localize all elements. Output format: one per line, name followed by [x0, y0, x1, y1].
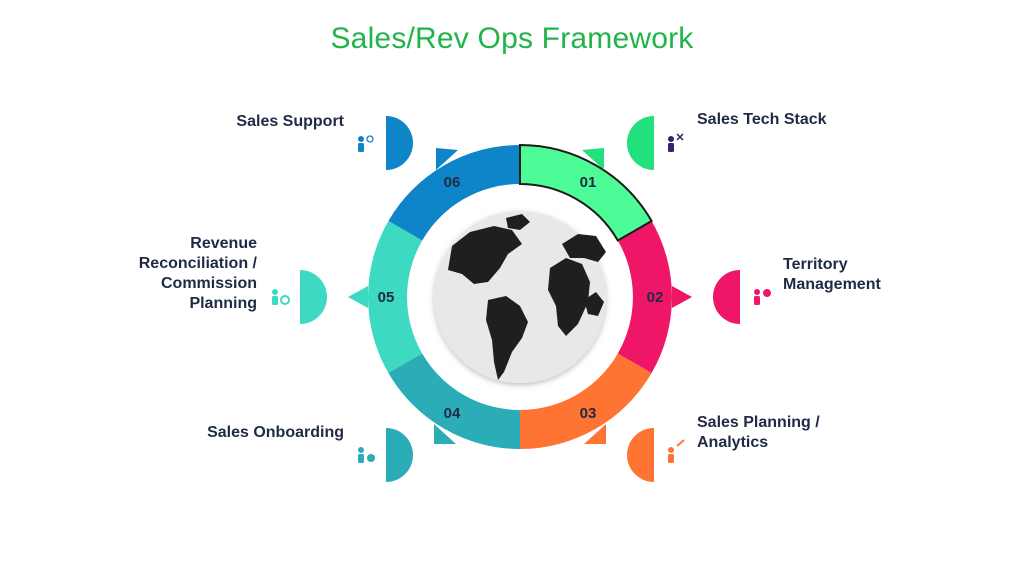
segment-01-arrow — [582, 148, 604, 170]
label-territory-management: Territory Management — [783, 256, 881, 293]
tab-02 — [713, 270, 740, 324]
segment-06-arrow — [436, 148, 458, 170]
diagram-title: Sales/Rev Ops Framework — [330, 22, 694, 55]
person-gear-icon — [272, 289, 290, 305]
segment-02-arrow — [672, 286, 692, 308]
label-sales-support: Sales Support — [236, 113, 344, 130]
segment-06 — [388, 145, 520, 241]
segment-03-arrow — [584, 424, 606, 444]
segment-number-06: 06 — [444, 174, 461, 191]
segment-number-02: 02 — [647, 289, 664, 306]
person-planning-icon — [668, 439, 685, 463]
segment-01 — [519, 143, 653, 242]
segment-04-arrow — [434, 424, 456, 444]
label-sales-tech-stack: Sales Tech Stack — [697, 111, 827, 128]
person-question-icon — [358, 447, 375, 463]
person-chart-icon — [754, 289, 771, 305]
segment-number-03: 03 — [580, 405, 597, 422]
segment-05-arrow — [348, 286, 368, 308]
label-sales-planning: Sales Planning / Analytics — [697, 414, 820, 451]
label-sales-onboarding: Sales Onboarding — [207, 424, 344, 441]
tab-01 — [627, 116, 654, 170]
tab-03 — [627, 428, 654, 482]
tab-06 — [386, 116, 413, 170]
segment-number-04: 04 — [444, 405, 461, 422]
person-idea-icon — [358, 135, 374, 152]
segment-number-01: 01 — [580, 174, 597, 191]
label-revenue-reconciliation: Revenue Reconciliation / Commission Plan… — [138, 235, 257, 312]
segment-03 — [520, 353, 652, 449]
tab-05 — [300, 270, 327, 324]
segment-02 — [617, 221, 672, 373]
person-tools-icon — [668, 133, 684, 152]
segment-04 — [388, 353, 520, 449]
tab-04 — [386, 428, 413, 482]
globe-icon — [434, 211, 606, 383]
segment-number-05: 05 — [378, 289, 395, 306]
segment-05 — [368, 221, 423, 373]
